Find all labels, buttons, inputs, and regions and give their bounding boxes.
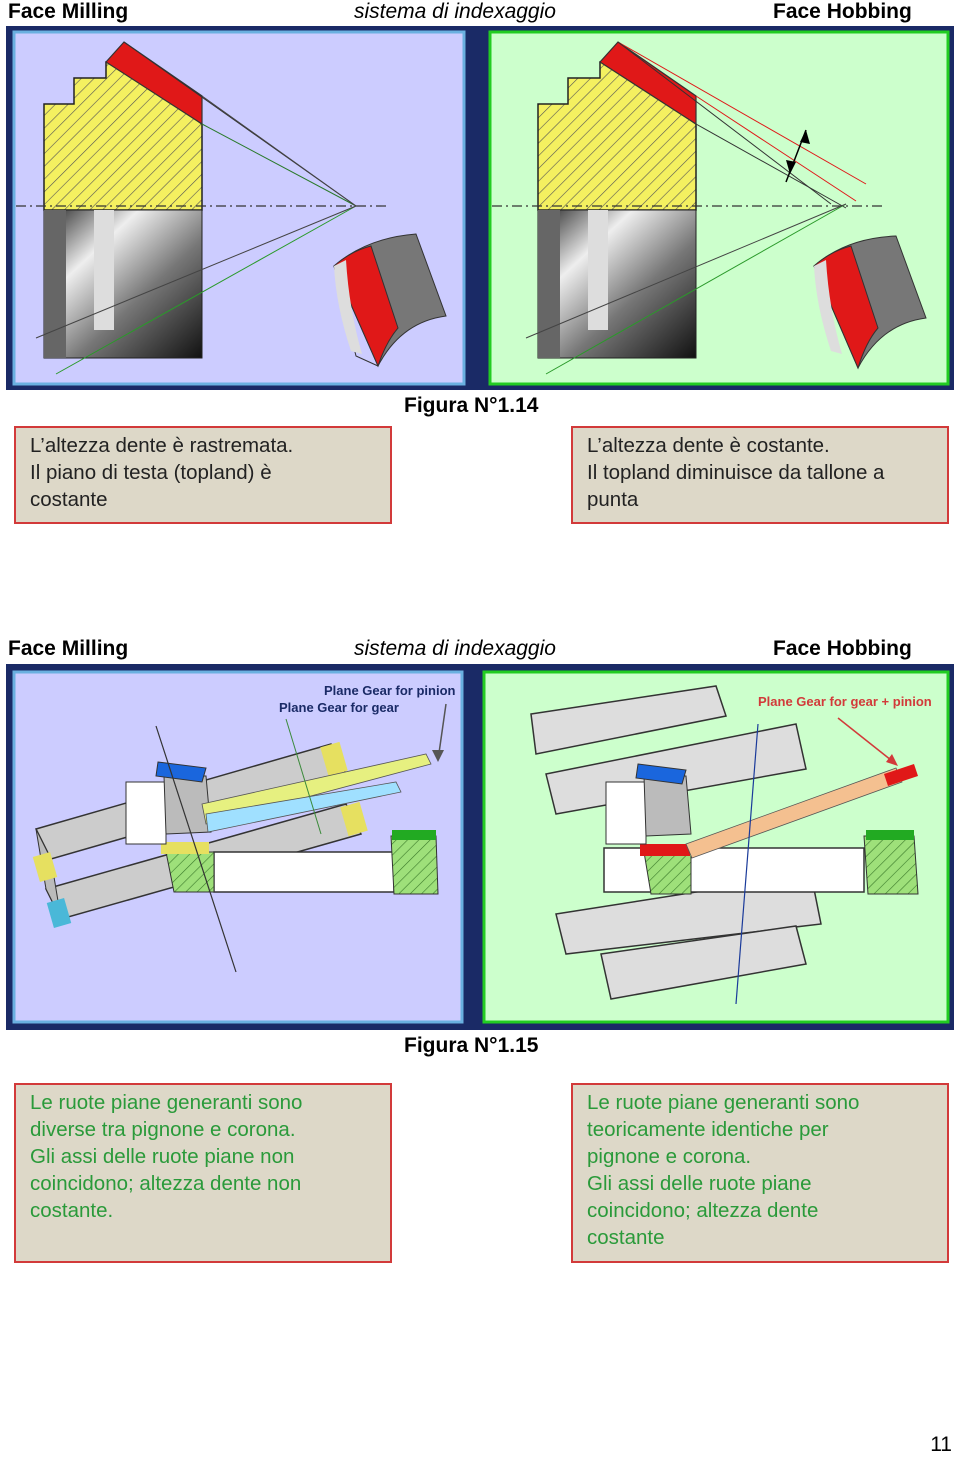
note-line: Il piano di testa (topland) è — [30, 461, 272, 484]
note-line: costante — [587, 1226, 665, 1249]
face-hobbing-diagram — [488, 30, 950, 386]
note-line: costante — [30, 488, 108, 511]
label-plane-gear-gear: Plane Gear for gear — [279, 700, 399, 715]
face-milling-diagram — [12, 30, 466, 386]
figure-1-14 — [6, 26, 954, 390]
top-header-face-hobbing: Face Hobbing — [773, 0, 912, 23]
label-plane-gear-pinion: Plane Gear for pinion — [324, 683, 456, 698]
note-line: Il topland diminuisce da tallone a — [587, 461, 885, 484]
note-line: diverse tra pignone e corona. — [30, 1118, 296, 1141]
figure-caption-1-14: Figura N°1.14 — [404, 394, 539, 417]
note-line: Gli assi delle ruote piane non — [30, 1145, 295, 1168]
note-line: Le ruote piane generanti sono — [30, 1091, 303, 1114]
note-line: L’altezza dente è rastremata. — [30, 434, 294, 457]
milling-plane-gears-diagram: Plane Gear for pinion Plane Gear for gea… — [12, 670, 464, 1024]
note-line: coincidono; altezza dente non — [30, 1172, 302, 1195]
note-face-milling-1-15: Le ruote piane generanti sono diverse tr… — [14, 1083, 392, 1263]
note-line: coincidono; altezza dente — [587, 1199, 819, 1222]
figure-1-15: Plane Gear for pinion Plane Gear for gea… — [6, 664, 954, 1030]
note-face-hobbing-1-14: L’altezza dente è costante. Il topland d… — [571, 426, 949, 524]
note-face-hobbing-1-15: Le ruote piane generanti sono teoricamen… — [571, 1083, 949, 1263]
note-face-milling-1-14: L’altezza dente è rastremata. Il piano d… — [14, 426, 392, 524]
top-header-face-milling: Face Milling — [8, 0, 129, 23]
top-header-indexing: sistema di indexaggio — [354, 0, 556, 23]
note-line: L’altezza dente è costante. — [587, 434, 830, 457]
bottom-header-face-milling: Face Milling — [8, 637, 129, 660]
note-line: Le ruote piane generanti sono — [587, 1091, 860, 1114]
note-line: pignone e corona. — [587, 1145, 752, 1168]
note-line: teoricamente identiche per — [587, 1118, 829, 1141]
note-line: Gli assi delle ruote piane — [587, 1172, 812, 1195]
label-plane-gear-both: Plane Gear for gear + pinion — [758, 694, 932, 709]
bottom-header-indexing: sistema di indexaggio — [354, 637, 556, 660]
figure-caption-1-15: Figura N°1.15 — [404, 1034, 539, 1057]
note-line: punta — [587, 488, 639, 511]
hobbing-plane-gear-diagram: Plane Gear for gear + pinion — [482, 670, 950, 1024]
note-line: costante. — [30, 1199, 114, 1222]
bottom-header-face-hobbing: Face Hobbing — [773, 637, 912, 660]
page-number: 11 — [930, 1433, 952, 1456]
